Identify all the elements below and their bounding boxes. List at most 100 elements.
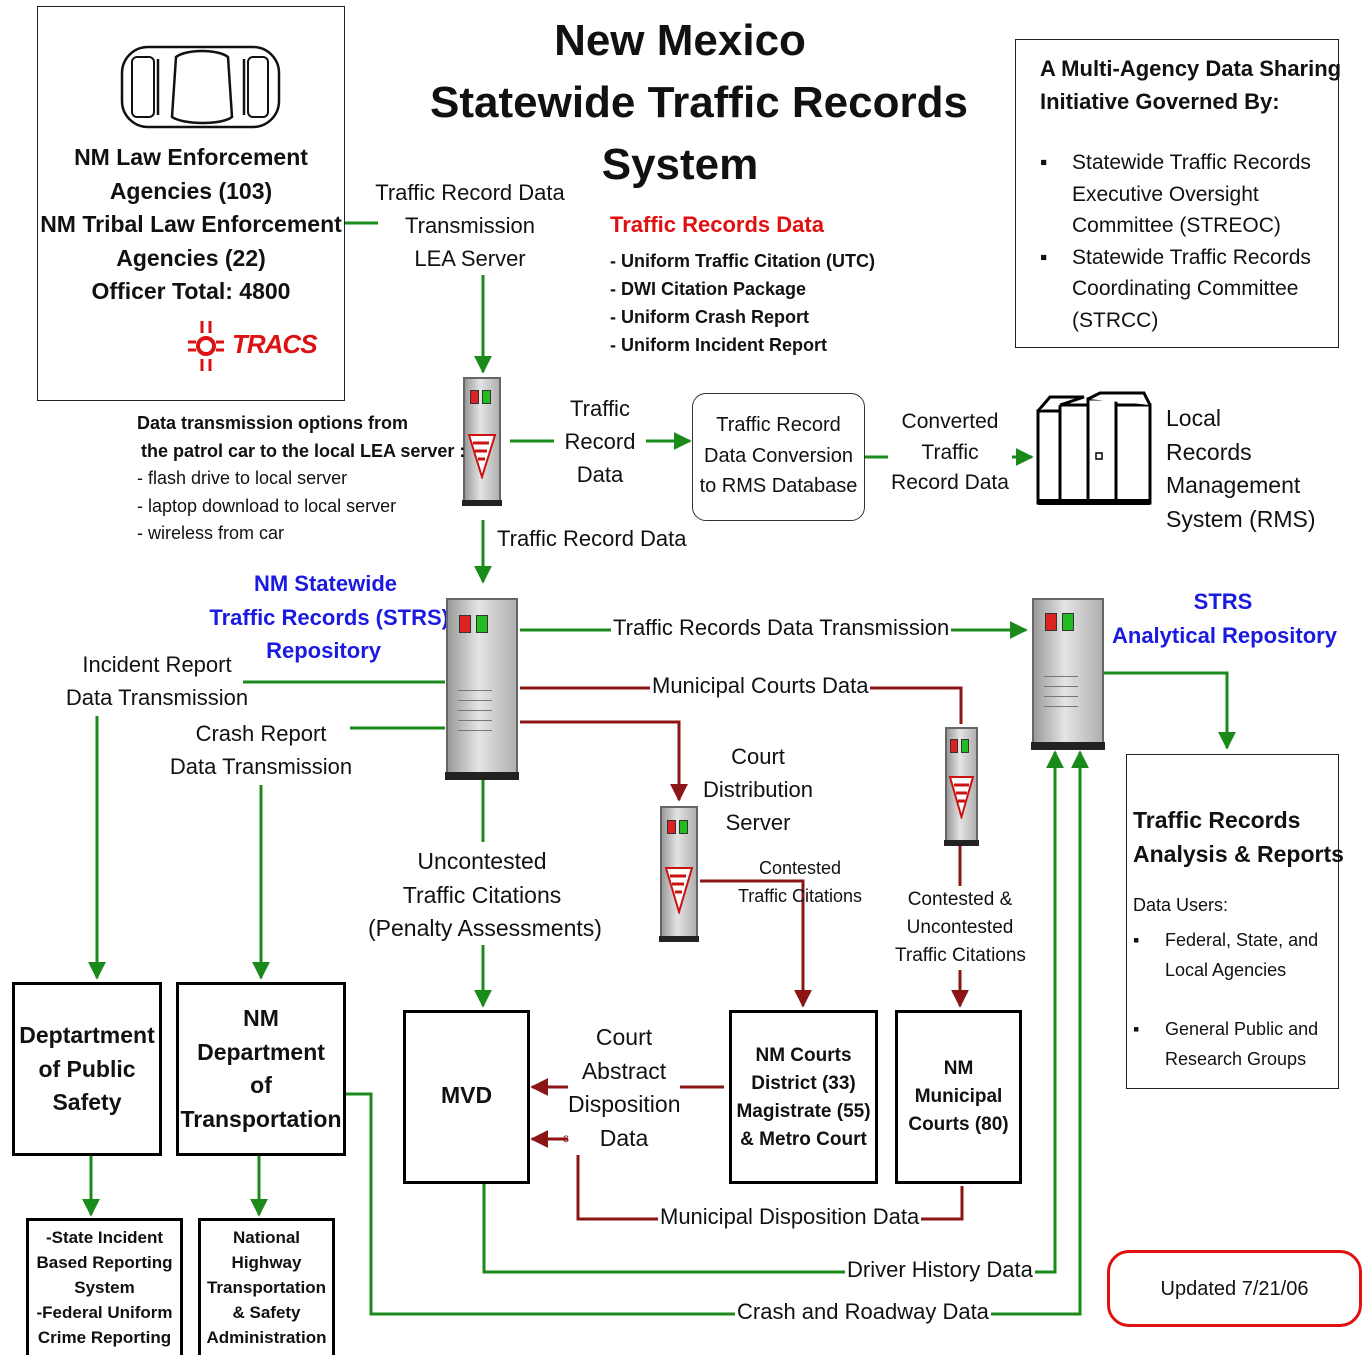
incident-report-label-line: Data Transmission [65,685,249,710]
mvd-box-text: MVD [440,1082,493,1108]
lea-server-label: Traffic Record Data Transmission LEA Ser… [372,176,568,275]
nhtsa-box-text: National Highway Transportation & Safety… [201,1225,332,1350]
title-line-3: System [601,140,759,189]
nm-courts-box-text: NM Courts District (33) Magistrate (55) … [732,1042,875,1154]
transmission-option: - laptop download to local server [137,495,397,516]
governance-item: Statewide Traffic Records Executive Over… [1040,147,1311,242]
uncontested-label: Uncontested Traffic Citations (Penalty A… [368,845,602,946]
nmdot-box-text: NM Department of Transportation [179,1002,343,1136]
lea-line-2: Agencies (103) [109,177,273,204]
nmdot-line: NM [243,1005,279,1031]
transmission-options-heading: Data transmission options from [137,413,409,433]
analysis-user-line: General Public and [1165,1019,1319,1039]
analysis-box: Traffic Records Analysis & Reports Data … [1126,754,1344,1089]
strs-analytical-label-line: Analytical Repository [1112,623,1337,648]
state-incident-line: Crime Reporting [37,1328,172,1347]
records-data-heading: Traffic Records Data [610,212,824,237]
crash-report-label-line: Crash Report [195,721,327,746]
nmdot-line: Department [197,1038,325,1065]
strs-repository-label-line: Repository [266,638,381,663]
lea-line-1: NM Law Enforcement [74,144,308,170]
state-incident-box: -State Incident Based Reporting System -… [26,1218,183,1355]
strs-repository-label-line: NM Statewide [253,571,397,596]
traffic-record-data-label: Traffic Record Data [497,526,687,551]
court-abstract-label-line: Data [599,1124,649,1151]
court-abstract-label: Court Abstract Disposition Data [568,1021,681,1155]
local-rms-label: Local Records Management System (RMS) [1166,402,1316,536]
local-rms-label-line: Records [1166,438,1252,465]
nm-courts-box: NM Courts District (33) Magistrate (55) … [729,1010,878,1184]
municipal-courts-line: Municipal [914,1086,1003,1107]
strs-analytical-server [1031,598,1105,750]
nm-courts-line: Magistrate (55) [736,1101,871,1122]
conversion-box-line: Data Conversion [704,444,853,467]
analytical-to-analysis-arrow [1103,671,1236,750]
nhtsa-line: Highway [231,1253,302,1272]
uncontested-label-line: Uncontested [417,848,547,874]
records-data-item: - Uniform Incident Report [610,335,827,355]
dps-box: Deptartment of Public Safety [12,982,162,1156]
contested-label: Contested Traffic Citations [736,855,864,910]
records-data-item: - Uniform Crash Report [610,307,810,327]
hazard-triangle-icon [664,867,694,914]
governance-box: A Multi-Agency Data Sharing Initiative G… [1015,39,1342,348]
nhtsa-line: & Safety [232,1303,301,1322]
nhtsa-line: Administration [206,1328,327,1347]
incident-report-label: Incident Report Data Transmission [64,648,250,714]
municipal-courts-line: NM [943,1058,974,1079]
nmdot-box: NM Department of Transportation [176,982,346,1156]
municipal-courts-box-text: NM Municipal Courts (80) [898,1055,1019,1139]
nmdot-line: of [250,1072,272,1098]
local-rms-label-line: System (RMS) [1166,505,1316,532]
governance-item-line: Statewide Traffic Records [1072,151,1311,174]
car-icon [120,45,281,129]
dps-box-text: Deptartment of Public Safety [15,1019,159,1120]
analysis-user-item: Federal, State, and Local Agencies [1133,926,1318,985]
updated-text: Updated 7/21/06 [1160,1278,1309,1300]
crash-report-label: Crash Report Data Transmission [166,717,356,783]
crash-report-label-line: Data Transmission [169,754,353,779]
nhtsa-box: National Highway Transportation & Safety… [198,1218,335,1355]
records-data-item: - Uniform Traffic Citation (UTC) [610,251,875,271]
title-line-2: Statewide Traffic Records [430,78,968,127]
crash-roadway-arrow [346,750,1089,1316]
lea-line-5: Officer Total: 4800 [91,278,291,304]
nhtsa-line: Transportation [206,1278,326,1297]
governance-item-line: Statewide Traffic Records [1072,245,1311,269]
state-incident-line: System [74,1278,135,1297]
transmission-option: - flash drive to local server [137,468,348,488]
rms-server-cabinets-icon [1036,391,1152,505]
hazard-triangle-icon [467,434,497,479]
converted-label-line: Record Data [891,471,1009,494]
governance-item-line: Committee (STREOC) [1072,214,1281,237]
dps-line: of Public [38,1055,136,1082]
s-marker: s [563,1131,569,1145]
tracs-logo-text: TRACS [232,329,318,359]
municipal-courts-box: NM Municipal Courts (80) [895,1010,1022,1184]
lea-server-label-line: Traffic Record Data [375,180,565,205]
conversion-box-line: to RMS Database [699,475,858,497]
nm-courts-line: District (33) [751,1073,856,1094]
analysis-user-line: Local Agencies [1165,959,1287,980]
dps-line: Deptartment [19,1022,155,1048]
transmission-options: Data transmission options from the patro… [137,410,465,548]
contested-label-line: Traffic Citations [737,885,863,906]
governance-heading-line-1: A Multi-Agency Data Sharing [1040,56,1342,81]
transmission-option: - wireless from car [137,523,285,543]
municipal-courts-data-label: Municipal Courts Data [650,673,871,699]
nhtsa-line: National [232,1228,301,1247]
lea-agencies-box: NM Law Enforcement Agencies (103) NM Tri… [37,6,345,401]
court-abstract-label-line: Disposition [568,1091,681,1117]
municipal-courts-line: Courts (80) [908,1114,1009,1135]
conversion-box-line: Traffic Record [716,414,841,436]
court-distribution-server [659,806,699,942]
court-distribution-label-line: Distribution [702,777,814,802]
nmdot-line: Transportation [180,1105,342,1132]
court-abstract-label-line: Abstract [581,1057,667,1084]
transmission-options-heading: the patrol car to the local LEA server : [141,440,466,461]
governance-item: Statewide Traffic Records Coordinating C… [1040,242,1311,337]
lea-server [462,377,502,506]
record-data-label-line: Record [564,429,636,454]
court-dist-to-nmcourts-arrow [700,879,812,1008]
